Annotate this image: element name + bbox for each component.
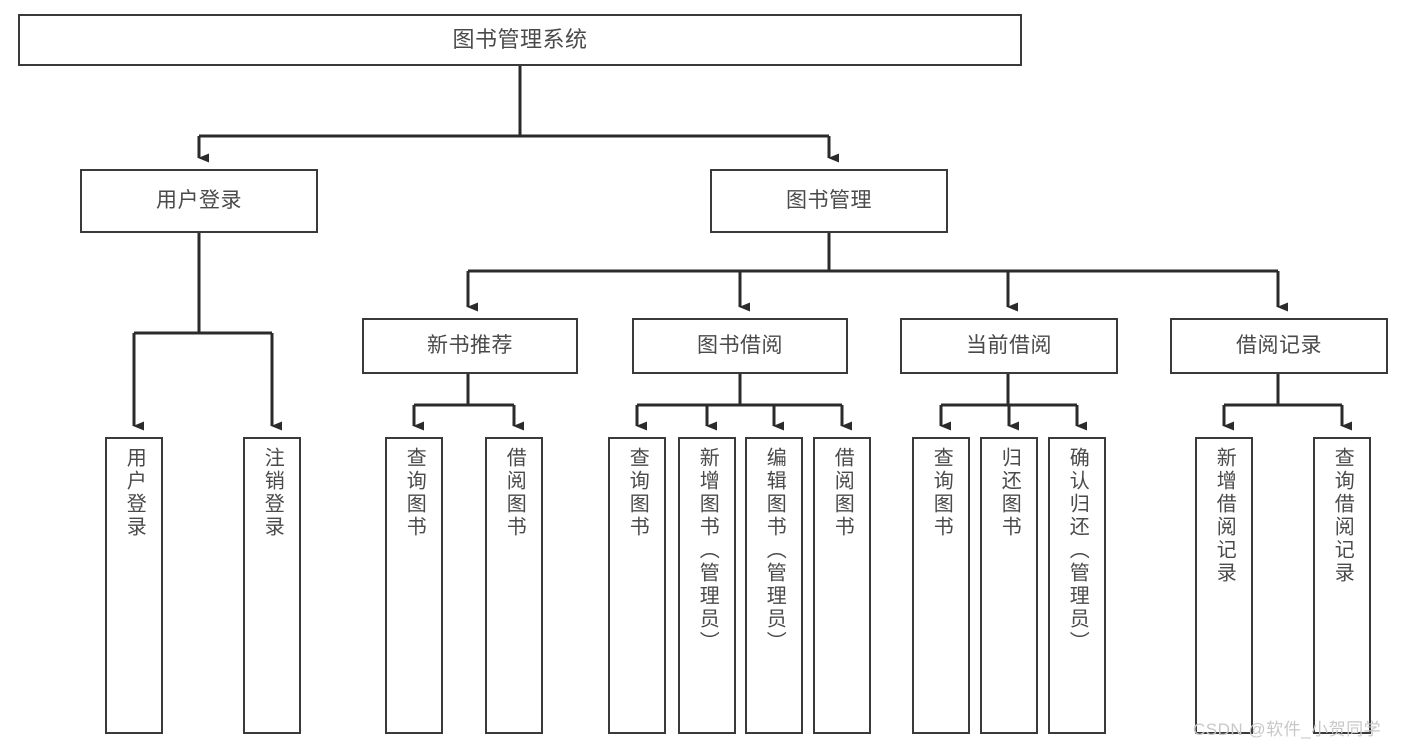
leaf-book-borrow-add[interactable]: 新增图书（管理员） (678, 437, 736, 734)
node-label: 查询借阅记录 (1331, 447, 1354, 585)
node-label: 注销登录 (261, 447, 284, 539)
node-label: 借阅图书 (831, 447, 854, 539)
leaf-new-book-query[interactable]: 查询图书 (385, 437, 443, 734)
node-label: 新增图书（管理员） (696, 447, 719, 654)
node-new-book-recommend[interactable]: 新书推荐 (362, 318, 578, 374)
leaf-book-borrow-edit[interactable]: 编辑图书（管理员） (745, 437, 803, 734)
node-label: 借阅图书 (503, 447, 526, 539)
node-label: 归还图书 (998, 447, 1021, 539)
node-label: 图书管理系统 (452, 27, 588, 53)
leaf-current-borrow-query[interactable]: 查询图书 (912, 437, 970, 734)
node-root-system[interactable]: 图书管理系统 (18, 14, 1022, 66)
csdn-watermark: CSDN @软件_小贺同学 (1193, 720, 1382, 739)
leaf-book-borrow-lend[interactable]: 借阅图书 (813, 437, 871, 734)
node-label: 编辑图书（管理员） (763, 447, 786, 654)
node-label: 新增借阅记录 (1213, 447, 1236, 585)
node-current-borrow[interactable]: 当前借阅 (900, 318, 1118, 374)
node-label: 查询图书 (930, 447, 953, 539)
node-book-borrow[interactable]: 图书借阅 (632, 318, 848, 374)
node-label: 新书推荐 (427, 333, 513, 357)
node-label: 图书管理 (786, 188, 872, 212)
leaf-user-login-login[interactable]: 用户登录 (105, 437, 163, 734)
leaf-current-borrow-return[interactable]: 归还图书 (980, 437, 1038, 734)
node-label: 查询图书 (403, 447, 426, 539)
node-book-management[interactable]: 图书管理 (710, 169, 948, 233)
node-label: 当前借阅 (966, 333, 1052, 357)
node-label: 图书借阅 (697, 333, 783, 357)
node-label: 用户登录 (156, 188, 242, 212)
node-label: 借阅记录 (1236, 333, 1322, 357)
node-label: 查询图书 (626, 447, 649, 539)
node-user-login[interactable]: 用户登录 (80, 169, 318, 233)
leaf-new-book-borrow[interactable]: 借阅图书 (485, 437, 543, 734)
node-borrow-records[interactable]: 借阅记录 (1170, 318, 1388, 374)
leaf-current-borrow-confirm-return[interactable]: 确认归还（管理员） (1048, 437, 1106, 734)
leaf-borrow-records-query[interactable]: 查询借阅记录 (1313, 437, 1371, 734)
leaf-borrow-records-add[interactable]: 新增借阅记录 (1195, 437, 1253, 734)
leaf-book-borrow-query[interactable]: 查询图书 (608, 437, 666, 734)
node-label: 确认归还（管理员） (1066, 447, 1089, 654)
leaf-user-login-logout[interactable]: 注销登录 (243, 437, 301, 734)
node-label: 用户登录 (123, 447, 146, 539)
